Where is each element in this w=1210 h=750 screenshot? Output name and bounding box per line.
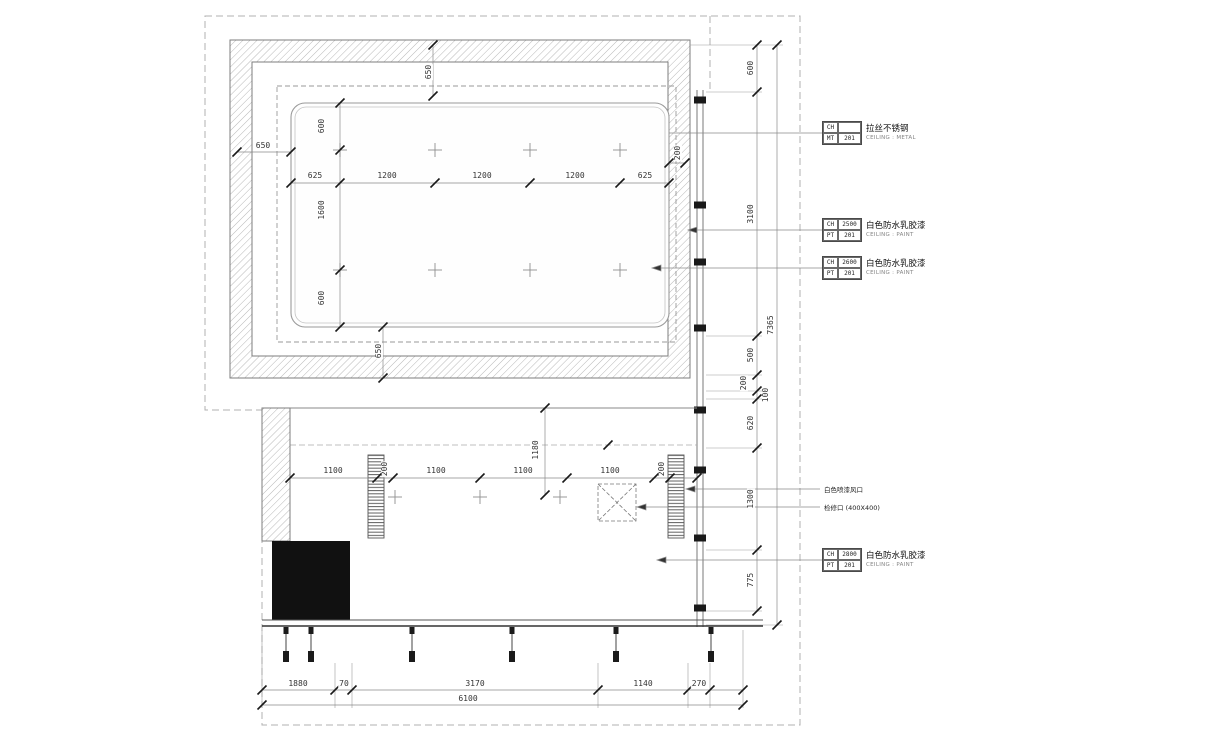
dim-label-1100-a: 1100: [322, 466, 344, 475]
tag-cell: 201: [838, 230, 861, 241]
dim-label-625-a: 625: [306, 171, 324, 180]
callout-paint-2600: CH 2600 PT 201 白色防水乳胶漆 CEILING : PAINT: [822, 256, 926, 280]
finish-text: 白色防水乳胶漆 CEILING : PAINT: [866, 258, 926, 276]
finish-title: 白色防水乳胶漆: [866, 220, 926, 231]
dim-lines-bottom: [262, 689, 743, 706]
tag-cell: CH: [823, 549, 838, 560]
tag-cell: CH: [823, 219, 838, 230]
finish-title: 拉丝不锈钢: [866, 123, 909, 134]
dim-label-650-bot: 650: [374, 342, 383, 360]
finish-title: 白色防水乳胶漆: [866, 550, 926, 561]
dim-lines-lower: [290, 408, 697, 495]
tag-cell: 2500: [838, 219, 861, 230]
tag-cell: CH: [823, 257, 838, 268]
finish-tag: CH 2600 PT 201: [822, 256, 862, 280]
dim-label-1300: 1300: [746, 488, 755, 510]
dim-label-270: 270: [690, 679, 708, 688]
finish-subtitle: CEILING : PAINT: [866, 231, 914, 238]
tag-cell: PT: [823, 560, 838, 571]
right-mullion: [694, 90, 706, 627]
right-extension-lines: [690, 44, 783, 626]
lower-ceiling-zone: [261, 407, 697, 620]
cove-ceiling-panel: [290, 102, 670, 328]
dim-label-1600: 1600: [317, 199, 326, 221]
finish-title: 白色防水乳胶漆: [866, 258, 926, 269]
dim-label-200-gap: 200: [673, 144, 682, 162]
finish-text: 白色防水乳胶漆 CEILING : PAINT: [866, 220, 926, 238]
upper-room-walls: [229, 39, 691, 379]
tag-cell: MT: [823, 133, 838, 144]
dim-label-7365: 7365: [766, 314, 775, 336]
dim-label-200-a: 200: [380, 460, 389, 478]
tag-cell: [838, 122, 861, 133]
access-panel: [597, 483, 637, 522]
finish-tag: CH 2800 PT 201: [822, 548, 862, 572]
dim-label-1140: 1140: [632, 679, 654, 688]
tag-cell: 2600: [838, 257, 861, 268]
finish-tag: CH MT 201: [822, 121, 862, 145]
dim-label-775: 775: [746, 571, 755, 589]
finish-text: 拉丝不锈钢 CEILING : METAL: [866, 123, 916, 141]
dim-label-6100: 6100: [457, 694, 479, 703]
finish-subtitle: CEILING : METAL: [866, 134, 916, 141]
callout-paint-2500: CH 2500 PT 201 白色防水乳胶漆 CEILING : PAINT: [822, 218, 926, 242]
dim-label-600-a: 600: [317, 117, 326, 135]
tag-cell: 201: [838, 268, 861, 279]
tag-cell: 201: [838, 560, 861, 571]
dim-label-1200-b: 1200: [471, 171, 493, 180]
bottom-extension-lines: [261, 630, 744, 708]
dim-label-3170: 3170: [464, 679, 486, 688]
dim-label-1180: 1180: [531, 439, 540, 461]
finish-subtitle: CEILING : PAINT: [866, 269, 914, 276]
dim-label-650-top: 650: [424, 63, 433, 81]
dim-lines-upper: [237, 45, 685, 378]
finish-text: 白色防水乳胶漆 CEILING : PAINT: [866, 550, 926, 568]
dim-label-1200-a: 1200: [376, 171, 398, 180]
callout-metal: CH MT 201 拉丝不锈钢 CEILING : METAL: [822, 121, 916, 145]
dim-label-1100-c: 1100: [512, 466, 534, 475]
dim-label-200-r: 200: [739, 374, 748, 392]
dim-label-1880: 1880: [287, 679, 309, 688]
dim-label-1100-b: 1100: [425, 466, 447, 475]
dim-label-650-left: 650: [254, 141, 272, 150]
dim-label-3100: 3100: [746, 203, 755, 225]
dim-label-200-b: 200: [657, 460, 666, 478]
note-vent: 白色喷漆风口: [823, 484, 864, 494]
dim-label-1200-c: 1200: [564, 171, 586, 180]
dim-label-1100-d: 1100: [599, 466, 621, 475]
tag-cell: 2800: [838, 549, 861, 560]
bottom-track: [262, 619, 763, 663]
finish-subtitle: CEILING : PAINT: [866, 561, 914, 568]
finish-tag: CH 2500 PT 201: [822, 218, 862, 242]
dim-label-500: 500: [746, 346, 755, 364]
solid-column-block: [272, 541, 350, 620]
tag-cell: PT: [823, 268, 838, 279]
dim-label-620: 620: [746, 414, 755, 432]
note-access: 检修口 (400X400): [823, 502, 881, 512]
dim-label-600-r: 600: [746, 59, 755, 77]
right-dim-chains: [756, 45, 778, 625]
tag-cell: 201: [838, 133, 861, 144]
tag-cell: CH: [823, 122, 838, 133]
dim-label-600-b: 600: [317, 289, 326, 307]
callout-paint-2800: CH 2800 PT 201 白色防水乳胶漆 CEILING : PAINT: [822, 548, 926, 572]
dim-label-100: 100: [761, 386, 770, 404]
tag-cell: PT: [823, 230, 838, 241]
leader-lines: [636, 132, 822, 564]
dim-label-70: 70: [338, 679, 350, 688]
dim-label-625-b: 625: [636, 171, 654, 180]
site-boundary-dashed: [204, 15, 801, 726]
